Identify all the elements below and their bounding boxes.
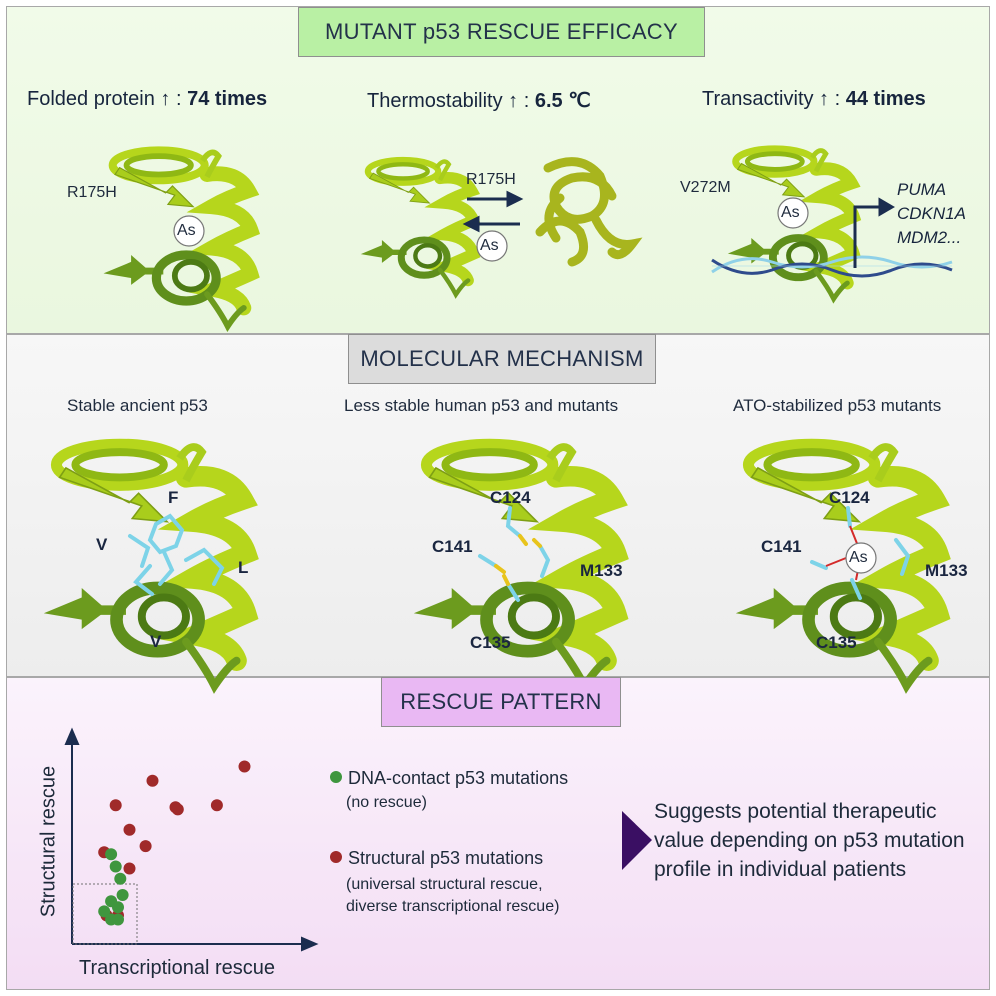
no-rescue-zone [72,883,138,945]
therapeutic-suggestion: Suggests potential therapeutic value dep… [654,800,965,881]
dna-contact-point-1 [109,860,122,873]
transcription-arrow [853,197,895,268]
unfolded-protein-squiggle [535,157,643,267]
folded-protein-stat: Folded protein ↑ : 74 times [27,88,268,110]
pattern-title: RESCUE PATTERN [381,677,621,727]
mutation-label-r175h-2: R175H [466,171,516,188]
thermostability-stat: Thermostability ↑ : 6.5 ℃ [367,90,591,112]
residue-c124-ato: C124 [829,488,870,507]
structural-point-9 [123,862,136,875]
legend-green-dot [330,771,342,783]
residue-m133: M133 [580,561,623,580]
dna-contact-point-8 [112,913,124,926]
as-label-1: As [177,222,196,239]
cysteine-side-chains [478,506,551,602]
as-bound-cysteines [810,506,911,600]
residue-c141-ato: C141 [761,537,802,556]
as-label-bound: As [849,549,868,566]
conclusion-triangle [622,811,652,870]
dna-contact-point-0 [105,848,118,861]
x-axis-label: Transcriptional rescue [79,957,276,979]
residue-c124: C124 [490,488,531,507]
dna-contact-point-6 [98,905,111,918]
residue-c141: C141 [432,537,473,556]
y-axis-label: Structural rescue [37,765,60,918]
subtitle-ancient-p53: Stable ancient p53 [67,396,208,415]
legend-structural: Structural p53 mutations [330,848,543,869]
structural-point-5 [171,803,184,816]
efficacy-title: MUTANT p53 RESCUE EFFICACY [298,7,705,57]
mutation-label-r175h: R175H [67,184,117,201]
residue-f: F [168,488,179,507]
equilibrium-arrows [462,190,524,233]
transactivity-stat: Transactivity ↑ : 44 times [702,88,926,110]
legend-dna-contact-sub: (no rescue) [346,794,427,811]
residue-c135-ato: C135 [816,633,857,652]
dna-contact-point-5 [112,901,124,914]
dna-contact-point-2 [114,872,127,885]
structural-point-0 [238,760,251,773]
structural-point-2 [109,799,122,812]
residue-c135: C135 [470,633,511,652]
residue-m133-ato: M133 [925,561,968,580]
legend-structural-sub1: (universal structural rescue, [346,876,543,893]
subtitle-human-p53: Less stable human p53 and mutants [344,396,619,415]
as-label-2: As [480,237,499,254]
dna-helix [711,255,953,278]
residue-l: L [238,558,249,577]
gene-mdm2: MDM2... [897,228,962,247]
residue-v-bottom: V [150,632,162,651]
residue-v-left: V [96,535,108,554]
structural-point-6 [123,823,136,836]
legend-red-dot [330,851,342,863]
legend-dna-contact: DNA-contact p53 mutations [330,768,568,789]
hydrophobic-side-chains [128,513,225,596]
mutation-label-v272m: V272M [680,179,731,196]
gene-puma: PUMA [897,180,947,199]
structural-point-3 [210,799,223,812]
scatter-axes [64,727,319,952]
subtitle-ato-stabilized: ATO-stabilized p53 mutants [733,396,942,415]
mechanism-title: MOLECULAR MECHANISM [348,334,656,384]
structural-point-1 [146,774,159,787]
structural-point-7 [139,840,152,853]
dna-contact-point-3 [116,889,129,901]
legend-structural-sub2: diverse transcriptional rescue) [346,898,560,915]
as-label-3: As [781,204,800,221]
gene-cdkn1a: CDKN1A [897,204,966,223]
